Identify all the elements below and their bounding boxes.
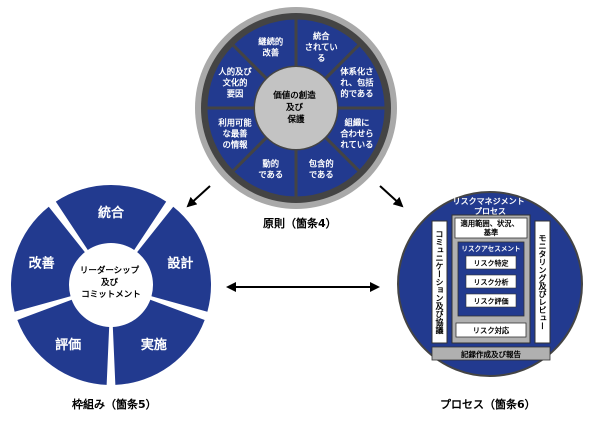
communication-label: コミュニケーション及び協議	[434, 230, 444, 335]
principle-segment-line: である	[309, 169, 334, 179]
principles-hub	[255, 67, 337, 149]
principle-segment-line: れている	[340, 139, 373, 149]
process-title-line: プロセス	[474, 206, 506, 216]
risk-treatment-label: リスク対応	[473, 326, 510, 335]
principles-hub-line: 及び	[286, 102, 304, 113]
process-title-line: リスクマネジメント	[453, 196, 525, 206]
principle-segment-line: 人的及び	[218, 67, 252, 77]
framework-segment	[11, 206, 85, 312]
communication-bar	[431, 220, 448, 344]
principle-segment-line: 体系化さ	[340, 67, 373, 77]
framework-caption: 枠組み（箇条5）	[72, 398, 157, 411]
risk-evaluation-label: リスク評価	[474, 297, 509, 306]
framework-hub-line: リーダーシップ	[80, 265, 140, 276]
monitoring-label: モニタリング及びレビュー	[537, 234, 547, 330]
principle-segment-line: 要因	[227, 89, 244, 99]
recording-label: 記録作成及び報告	[461, 349, 521, 359]
monitoring-bar	[534, 220, 551, 344]
principle-segment-line: 包含的	[308, 158, 334, 168]
scope-label: 適用範囲、状況、 基準	[461, 219, 522, 237]
process-title: リスクマネジメント プロセス	[453, 196, 528, 216]
principle-segment-line: 組織に	[345, 117, 370, 127]
principle-segment-line: 利用可能	[218, 117, 252, 127]
principle-segment-label: 組織に合わせられている	[339, 117, 373, 149]
principle-segment-line: 継続的	[258, 37, 283, 47]
scope-label-line: 基準	[483, 228, 499, 237]
process-caption: プロセス（箇条6）	[440, 398, 536, 411]
principle-segment-line: れ、包括	[340, 78, 374, 88]
risk-identification-label: リスク特定	[474, 259, 509, 268]
principle-segment-line: 的である	[340, 89, 373, 99]
process-diagram: リスクマネジメント プロセス コミュニケーション及び協議 モニタリング及びレビュ…	[397, 191, 583, 377]
principle-segment-label: 継続的改善	[258, 37, 283, 58]
risk-assessment-title: リスクアセスメント	[461, 244, 520, 253]
framework-segment	[17, 299, 110, 385]
principle-segment-line: の情報	[223, 139, 249, 149]
principles-hub-text: 価値の創造 及び 保護	[272, 90, 318, 125]
principles-hub-line: 保護	[286, 114, 305, 125]
scope-label-line: 適用範囲、状況、	[461, 219, 519, 228]
risk-treatment-box	[455, 322, 527, 338]
principle-segment-label: 動的である	[258, 158, 283, 179]
principle-segment-label: 体系化され、包括的である	[340, 67, 374, 99]
framework-hub-line: コミットメント	[81, 290, 141, 300]
principle-segment-label: 利用可能な最善の情報	[218, 117, 252, 149]
framework-segment-label: 統合	[98, 205, 125, 221]
framework-hub-text: リーダーシップ 及び コミットメント	[80, 265, 142, 300]
principle-segment-line: 文化的	[223, 78, 248, 88]
scope-box	[454, 217, 528, 239]
framework-segment-label: 評価	[55, 337, 81, 353]
risk-evaluation-box	[465, 293, 517, 308]
framework-hub-line: 及び	[101, 277, 119, 288]
principle-segment-line: る	[317, 53, 325, 63]
risk-analysis-label: リスク分析	[474, 278, 509, 287]
principles-hub-line: 価値の創造	[272, 90, 316, 101]
framework-segment	[137, 206, 211, 312]
principle-segment-line: 動的	[262, 158, 279, 168]
framework-segment-label: 設計	[167, 255, 193, 271]
principles-caption: 原則（箇条4）	[263, 217, 337, 230]
arrow-principles-to-process	[379, 185, 404, 208]
framework-segment	[112, 299, 205, 385]
principle-segment-line: されてい	[305, 42, 338, 52]
principle-segment-label: 統合されている	[305, 31, 338, 63]
principle-segment-label: 包含的である	[308, 158, 334, 179]
risk-identification-box	[465, 255, 517, 270]
framework-segment-label: 実施	[141, 337, 167, 353]
principle-segment-line: 合わせら	[339, 128, 373, 138]
principle-segment-line: 統合	[313, 31, 330, 41]
principle-segment-line: な最善	[223, 128, 249, 138]
principle-segment-line: である	[258, 169, 283, 179]
arrow-principles-to-framework	[186, 185, 211, 208]
recording-bar	[431, 346, 551, 361]
principles-segments: 統合されている体系化され、包括的である組織に合わせられている包含的である動的であ…	[204, 16, 388, 200]
principles-wheel: 統合されている体系化され、包括的である組織に合わせられている包含的である動的であ…	[195, 7, 397, 209]
risk-analysis-box	[465, 274, 517, 289]
framework-segment-label: 改善	[29, 255, 55, 271]
principle-segment-line: 改善	[262, 48, 279, 58]
framework-segment	[55, 185, 167, 250]
principle-segment-label: 人的及び文化的要因	[218, 67, 252, 99]
